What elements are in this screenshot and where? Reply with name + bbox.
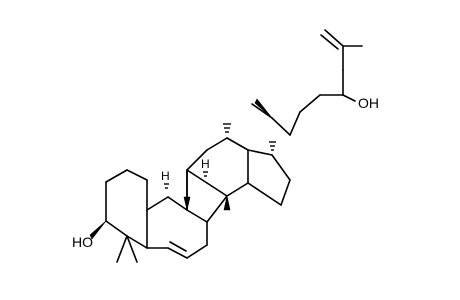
wedge-bonds [89, 98, 273, 240]
double-bond-c5-c6 [169, 241, 187, 252]
wedge-c20-methyl [254, 98, 273, 119]
hydroxyl-label-chain: OH [358, 95, 379, 111]
ring-a [105, 169, 148, 249]
side-chain [251, 29, 363, 136]
ring-d [247, 149, 291, 206]
hydroxyl-label-ring: HO [72, 234, 93, 250]
wedge-c3-oh [89, 220, 107, 240]
hydrogen-label-c9: H [161, 169, 170, 183]
ring-c [186, 137, 249, 223]
wedge-c10-methyl [183, 196, 191, 211]
double-bond-terminal [320, 34, 339, 50]
hydrogen-label-c8: H [201, 157, 210, 171]
wedge-c14-methyl [223, 195, 231, 211]
hash-bonds [164, 123, 276, 189]
ring-b [146, 196, 208, 259]
